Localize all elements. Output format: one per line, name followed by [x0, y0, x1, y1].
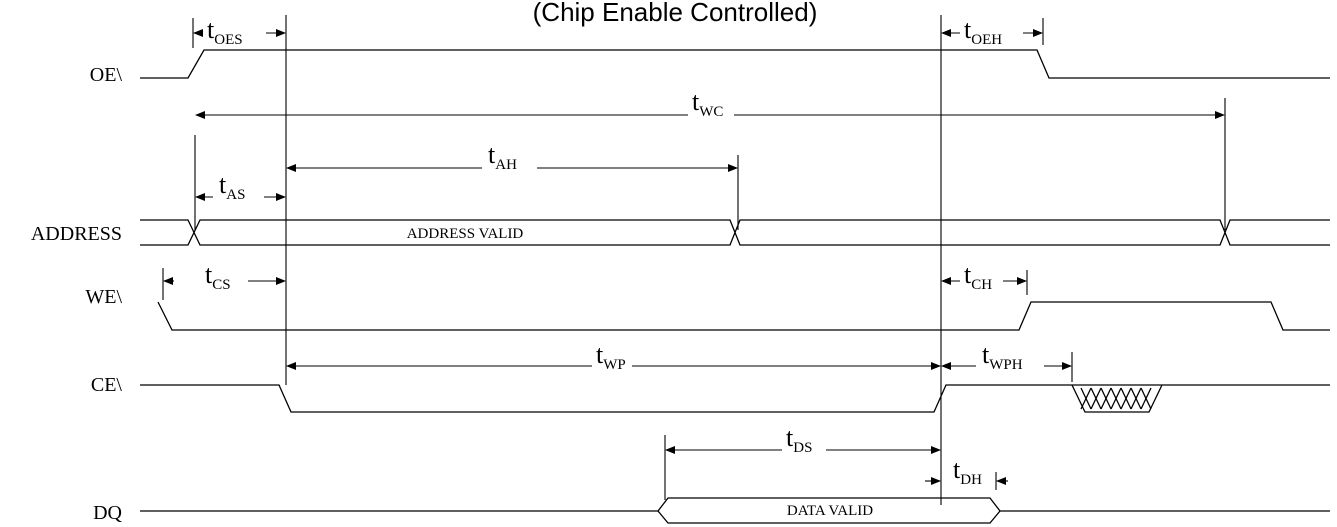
timing-oeh-label: tOEH [964, 15, 1002, 48]
timing-wp-label: tWP [596, 340, 626, 373]
timing-ch-label: tCH [964, 260, 992, 293]
timing-wc-label: tWC [692, 87, 723, 120]
ce-waveform [140, 384, 1330, 413]
timing-dh-label: tDH [953, 455, 982, 488]
timing-as-label: tAS [219, 170, 245, 203]
data-valid-label: DATA VALID [787, 503, 873, 519]
timing-ds-label: tDS [786, 423, 812, 456]
address-waveform [140, 219, 1330, 246]
timing-wp: tWP [286, 340, 941, 373]
diagram-title: (Chip Enable Controlled) [533, 0, 818, 27]
timing-as: tAS [195, 170, 286, 203]
timing-dh: tDH [925, 455, 1008, 490]
we-waveform [157, 301, 1330, 331]
signal-label-we: WE\ [85, 286, 122, 308]
timing-cs: tCS [163, 260, 286, 293]
timing-oes: tOES [193, 15, 286, 48]
ce-dont-care-hatch [1071, 384, 1163, 413]
timing-ch: tCH [941, 260, 1027, 293]
timing-wph-label: tWPH [982, 340, 1023, 373]
signal-label-ce: CE\ [91, 374, 123, 396]
signal-label-dq: DQ [93, 502, 122, 524]
timing-cs-label: tCS [205, 260, 231, 293]
signal-label-oe: OE\ [90, 64, 123, 86]
dq-waveform [140, 497, 1330, 524]
oe-waveform [140, 49, 1330, 79]
timing-wc: tWC [195, 87, 1225, 120]
timing-ah-label: tAH [488, 140, 517, 173]
timing-ah: tAH [286, 140, 738, 173]
timing-wph: tWPH [941, 340, 1072, 373]
address-valid-label: ADDRESS VALID [407, 226, 524, 242]
timing-oeh: tOEH [941, 15, 1043, 48]
timing-oes-label: tOES [207, 15, 243, 48]
signal-label-address: ADDRESS [31, 223, 122, 245]
timing-ds: tDS [665, 423, 941, 456]
